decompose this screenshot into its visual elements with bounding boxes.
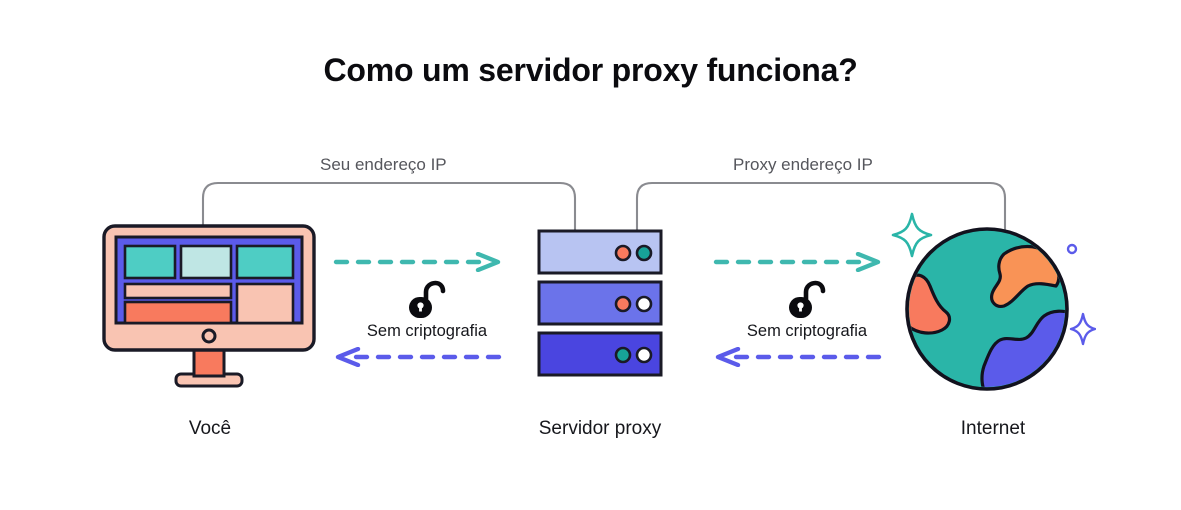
server-unit-1 <box>537 229 663 275</box>
screen-tile-teal-1 <box>123 244 177 280</box>
server-led-3a <box>614 346 632 364</box>
proxy-ip-label: Proxy endereço IP <box>733 155 873 174</box>
server-unit-3 <box>537 331 663 377</box>
desktop-monitor-icon <box>102 224 316 388</box>
screen-tile-teal-2 <box>235 244 295 280</box>
server-led-1b <box>635 244 653 262</box>
server-led-1a <box>614 244 632 262</box>
flow-group-right: Sem criptografia <box>712 252 902 367</box>
bracket-connector-right <box>635 181 1007 234</box>
screen-tile-mint <box>179 244 233 280</box>
inbound-arrow-left <box>335 347 503 367</box>
caption-proxy: Servidor proxy <box>538 418 662 439</box>
server-unit-2 <box>537 280 663 326</box>
sparkle-teal-icon <box>891 212 933 258</box>
unlocked-padlock-icon <box>789 280 826 318</box>
screen-tile-salmon-bar <box>123 282 233 300</box>
server-led-3b <box>635 346 653 364</box>
outbound-arrow-left <box>333 252 501 272</box>
your-ip-label: Seu endereço IP <box>320 155 447 174</box>
screen-tile-coral <box>123 300 233 325</box>
sparkle-blue-icon <box>1069 312 1096 346</box>
inbound-arrow-right <box>715 347 883 367</box>
globe-land-coral <box>909 273 952 335</box>
caption-you: Você <box>188 418 232 439</box>
unlocked-padlock-icon <box>409 280 446 318</box>
monitor-power-button[interactable] <box>201 328 217 344</box>
server-led-2b <box>635 295 653 313</box>
caption-internet: Internet <box>960 418 1026 439</box>
globe-icon <box>891 212 1096 391</box>
server-stack-icon <box>537 229 663 377</box>
outbound-arrow-right <box>713 252 881 272</box>
bracket-connector-left <box>201 181 577 234</box>
flow-group-left: Sem criptografia <box>332 252 522 367</box>
page-title: Como um servidor proxy funciona? <box>323 52 858 88</box>
monitor-neck <box>192 346 226 378</box>
server-led-2a <box>614 295 632 313</box>
dot-blue-icon <box>1066 243 1078 255</box>
flow-caption-left: Sem criptografia <box>366 322 488 340</box>
flow-caption-right: Sem criptografia <box>746 322 868 340</box>
screen-tile-salmon-block <box>235 282 295 325</box>
